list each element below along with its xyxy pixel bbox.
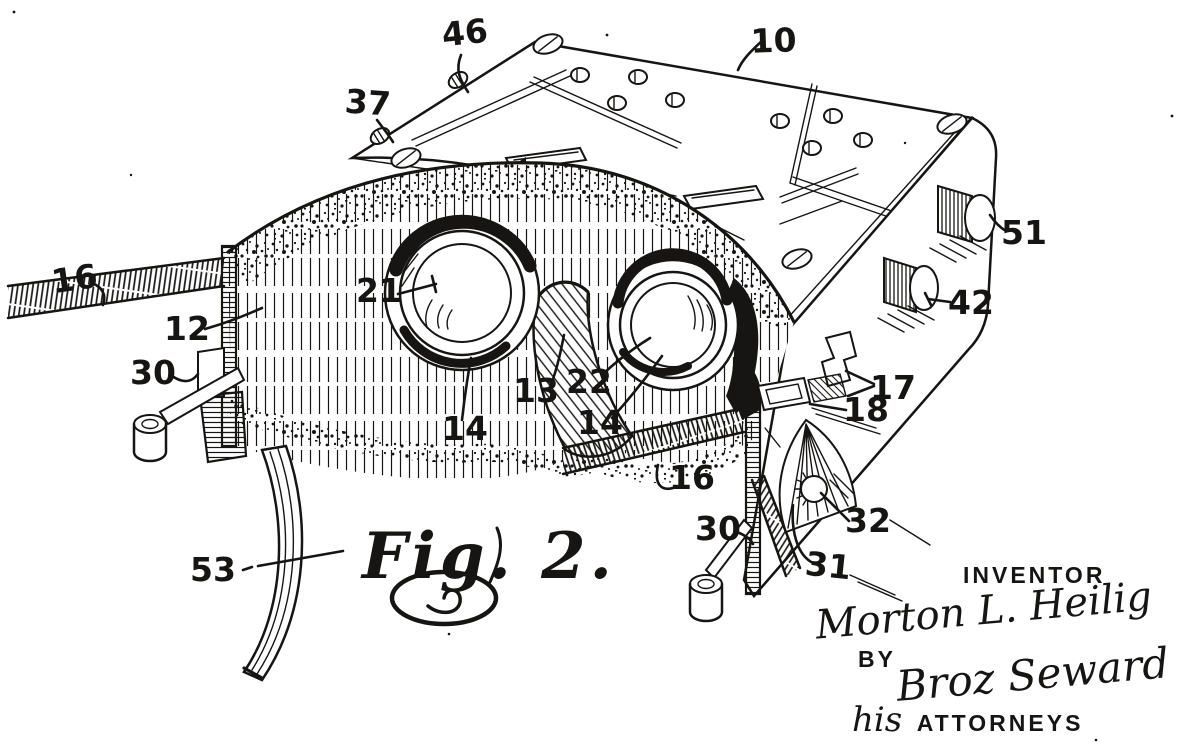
ref-label-32: 32 [845,501,891,540]
right-eyepiece [606,248,740,392]
ref-label-30-left: 30 [130,353,176,392]
left-eyepiece [383,214,541,372]
left-tension-lever [132,366,246,463]
ref-label-37: 37 [344,81,393,123]
ref-label-53: 53 [190,550,236,589]
attorneys-caption: ATTORNEYS [916,710,1084,736]
ref-label-13: 13 [513,371,559,410]
ref-label-46: 46 [440,11,490,55]
ref-label-10: 10 [750,20,797,61]
brow-padding [228,162,794,334]
inventor-caption: INVENTOR [963,562,1106,588]
screw-head [390,33,968,270]
ref-label-22: 22 [566,362,612,401]
vent-holes [570,67,873,156]
his-word: his [852,700,903,740]
ref-label-31: 31 [803,544,853,588]
nose-bridge [532,280,634,458]
ref-label-30-lower: 30 [695,509,741,548]
ref-label-14-right: 14 [577,403,623,442]
left-head-strap [6,256,226,320]
lower-plate [732,355,762,596]
attorneys-line: his ATTORNEYS [852,700,1083,740]
adjust-knob-51 [929,184,996,263]
adjust-knob-42 [877,256,939,333]
top-lid [347,33,975,332]
ref-label-18: 18 [843,390,889,429]
ref-label-21: 21 [356,271,402,310]
figure-label-group: Fig. 2. [360,519,612,627]
scan-specks [12,10,1174,742]
strap-flap [778,418,858,534]
ref-label-12: 12 [164,309,210,348]
ref-label-51: 51 [1001,213,1047,252]
ref-label-16-left: 16 [49,256,100,301]
ref-label-17: 17 [870,368,916,407]
figure-flourish [389,526,502,627]
leader-lines [90,38,1008,572]
by-caption: BY [858,646,896,672]
ratchet-disc [794,472,855,506]
ref-label-16-lower: 16 [669,458,715,497]
reference-numerals: 10 46 37 16 12 21 30 13 22 14 14 16 30 3… [49,11,1047,589]
ref-label-14-left: 14 [442,409,488,448]
ref-label-42: 42 [948,283,994,322]
